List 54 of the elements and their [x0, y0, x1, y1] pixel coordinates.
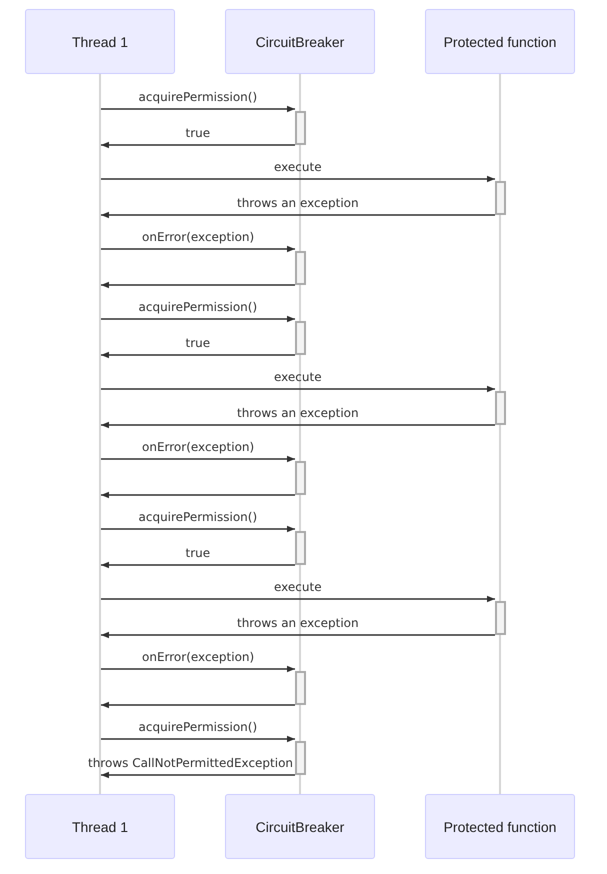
message-arrow	[101, 106, 295, 112]
lifeline	[99, 74, 101, 794]
activation-bar	[295, 111, 306, 145]
activation-bar	[295, 671, 306, 705]
message-label: throws an exception	[237, 406, 359, 420]
message-label: onError(exception)	[142, 230, 254, 244]
message-arrow	[101, 422, 495, 428]
message-label: throws CallNotPermittedException	[88, 756, 294, 770]
message-label: throws an exception	[237, 196, 359, 210]
activation-bar	[295, 461, 306, 495]
message-label: acquirePermission()	[138, 510, 258, 524]
participant-box: Thread 1	[25, 9, 175, 74]
message-arrow	[101, 772, 295, 778]
message-arrow	[101, 142, 295, 148]
activation-bar	[295, 741, 306, 775]
message-arrow	[101, 632, 495, 638]
message-label: true	[186, 546, 210, 560]
message-label: true	[186, 336, 210, 350]
participant-box: CircuitBreaker	[225, 794, 375, 859]
message-label: true	[186, 126, 210, 140]
activation-bar	[495, 391, 506, 425]
message-arrow	[101, 246, 295, 252]
message-label: onError(exception)	[142, 650, 254, 664]
message-label: execute	[274, 160, 322, 174]
message-label: execute	[274, 580, 322, 594]
activation-bar	[495, 601, 506, 635]
message-label: acquirePermission()	[138, 300, 258, 314]
activation-bar	[295, 531, 306, 565]
message-arrow	[101, 386, 495, 392]
participant-box: Protected function	[425, 9, 575, 74]
message-arrow	[101, 492, 295, 498]
message-arrow	[101, 596, 495, 602]
message-arrow	[101, 456, 295, 462]
message-arrow	[101, 562, 295, 568]
participant-box: Thread 1	[25, 794, 175, 859]
message-label: throws an exception	[237, 616, 359, 630]
participant-box: CircuitBreaker	[225, 9, 375, 74]
message-label: execute	[274, 370, 322, 384]
message-label: acquirePermission()	[138, 720, 258, 734]
message-arrow	[101, 666, 295, 672]
activation-bar	[295, 321, 306, 355]
activation-bar	[495, 181, 506, 215]
message-arrow	[101, 176, 495, 182]
message-arrow	[101, 736, 295, 742]
message-arrow	[101, 212, 495, 218]
activation-bar	[295, 251, 306, 285]
participant-box: Protected function	[425, 794, 575, 859]
message-arrow	[101, 352, 295, 358]
message-arrow	[101, 702, 295, 708]
message-arrow	[101, 282, 295, 288]
message-label: acquirePermission()	[138, 90, 258, 104]
message-arrow	[101, 526, 295, 532]
message-label: onError(exception)	[142, 440, 254, 454]
message-arrow	[101, 316, 295, 322]
